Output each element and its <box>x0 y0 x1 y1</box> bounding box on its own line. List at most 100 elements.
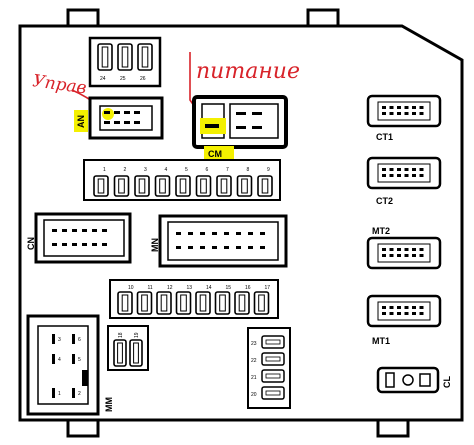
fuse-9 <box>257 175 273 197</box>
fuse-number: 22 <box>251 358 257 364</box>
fuse-number: 13 <box>187 285 193 291</box>
label-mn: MN <box>150 238 160 252</box>
fuse-26 <box>137 43 153 71</box>
fuse-number: 10 <box>128 285 134 291</box>
connector-pin <box>382 106 386 109</box>
label-cm: CM <box>208 149 222 159</box>
fuse-20 <box>261 386 285 400</box>
fuse-18 <box>113 339 127 367</box>
connector-ct2: CT2 <box>366 156 442 206</box>
fuse-number: 3 <box>144 167 147 173</box>
fuse-number: 23 <box>251 341 257 347</box>
fuse-17 <box>253 291 270 315</box>
fuse-7 <box>216 175 232 197</box>
label-cl: CL <box>442 376 452 388</box>
relay-pin-number: 2 <box>78 391 81 397</box>
label-mm: MM <box>104 397 114 412</box>
connector-pin <box>382 248 386 251</box>
connector-pin <box>389 306 394 309</box>
relay-pin-number: 3 <box>58 337 61 343</box>
fuse-number: 17 <box>265 285 271 291</box>
connector-pin <box>404 106 409 109</box>
connector-pin <box>419 312 424 315</box>
connector-pin <box>389 312 394 315</box>
connector-pin <box>412 106 416 109</box>
fuse-14 <box>195 291 211 315</box>
connector-pin <box>419 254 424 257</box>
connector-mn: MN <box>150 214 288 268</box>
handwritten-pitanie: питание <box>196 59 300 84</box>
fuse-16 <box>234 291 250 315</box>
connector-pin <box>397 168 401 171</box>
connector-pin <box>382 112 386 115</box>
connector-pin <box>412 312 416 315</box>
connector-pin <box>389 174 394 177</box>
fuse-number: 12 <box>167 285 173 291</box>
fuse-13 <box>175 291 192 315</box>
connector-pin <box>404 306 409 309</box>
connector-cl: CL <box>376 366 452 394</box>
connector-pin <box>412 168 416 171</box>
label-cn: CN <box>26 237 36 250</box>
label-mt1: MT1 <box>372 336 390 346</box>
connector-pin <box>397 312 401 315</box>
fuse-4 <box>154 175 171 197</box>
connector-pin <box>404 312 409 315</box>
fuse-number: 6 <box>206 167 209 173</box>
connector-pin <box>419 174 424 177</box>
label-an: AN <box>76 115 86 128</box>
fuse-number: 16 <box>245 285 251 291</box>
fuse-25 <box>117 43 133 71</box>
relay-pin-number: 4 <box>58 357 61 363</box>
fuse-number: 7 <box>226 167 229 173</box>
fuse-number: 25 <box>120 76 126 82</box>
connector-pin <box>412 112 416 115</box>
fuse-10 <box>117 291 133 315</box>
connector-pin <box>389 112 394 115</box>
fuse-number: 18 <box>118 332 124 338</box>
connector-pin <box>412 254 416 257</box>
connector-pin <box>382 254 386 257</box>
fuse-number: 15 <box>226 285 232 291</box>
connector-ct1: CT1 <box>366 94 442 142</box>
label-ct2: CT2 <box>376 196 393 206</box>
fuse-number: 1 <box>103 167 106 173</box>
connector-cm: CM <box>192 95 288 160</box>
connector-an: AN <box>74 96 164 140</box>
fuse-number: 14 <box>206 285 212 291</box>
fuse-2 <box>113 175 130 197</box>
connector-mt2: MT2 <box>366 226 442 270</box>
fuse-number: 20 <box>251 392 257 398</box>
fuse-24 <box>97 43 113 71</box>
connector-pin <box>382 168 386 171</box>
connector-pin <box>389 254 394 257</box>
fuse-19 <box>129 339 143 367</box>
fuse-3 <box>134 175 150 197</box>
fuse-number: 24 <box>100 76 106 82</box>
connector-pin <box>397 112 401 115</box>
fuse-8 <box>236 175 253 197</box>
relay-pin-number: 1 <box>58 391 61 397</box>
connector-pin <box>397 248 401 251</box>
connector-pin <box>419 248 424 251</box>
connector-pin <box>382 174 386 177</box>
fuse-number: 11 <box>148 285 153 291</box>
connector-pin <box>404 254 409 257</box>
fuse-12 <box>156 291 172 315</box>
connector-pin <box>404 174 409 177</box>
label-ct1: CT1 <box>376 132 393 142</box>
mounting-tabs <box>66 8 410 438</box>
label-mt2: MT2 <box>372 226 390 236</box>
fuse-11 <box>136 291 153 315</box>
connector-pin <box>397 174 401 177</box>
connector-pin <box>404 112 409 115</box>
connector-pin <box>389 168 394 171</box>
fuse-15 <box>214 291 231 315</box>
connector-pin <box>419 112 424 115</box>
